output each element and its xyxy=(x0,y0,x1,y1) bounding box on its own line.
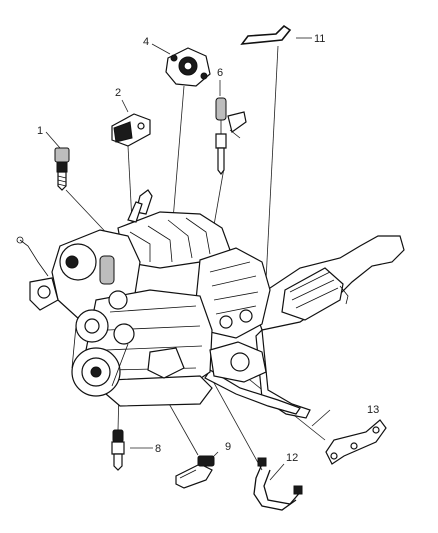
callout-12: 12 xyxy=(286,452,298,464)
callout-11: 11 xyxy=(314,33,325,45)
sensor-6-oxygen xyxy=(215,97,247,175)
callout-13: 13 xyxy=(367,404,379,416)
sensor-1-coolant-temperature xyxy=(54,147,70,191)
sensor-9-knock xyxy=(175,455,215,489)
sensor-8-crankshaft-position xyxy=(111,429,125,471)
callouts: 1 2 4 6 8 9 11 12 13 xyxy=(37,33,379,464)
sensor-4-throttle-position xyxy=(165,47,211,87)
part-11-clip xyxy=(240,24,292,45)
part-12-wire-harness xyxy=(253,457,303,511)
callout-2: 2 xyxy=(115,87,121,99)
callout-4: 4 xyxy=(143,36,149,48)
callout-1: 1 xyxy=(37,125,43,137)
callout-9: 9 xyxy=(225,441,231,453)
sensor-2-map xyxy=(111,113,151,147)
callout-6: 6 xyxy=(217,67,223,79)
part-13-bracket xyxy=(325,419,387,465)
callout-8: 8 xyxy=(155,443,161,455)
engine-assembly xyxy=(16,189,405,419)
